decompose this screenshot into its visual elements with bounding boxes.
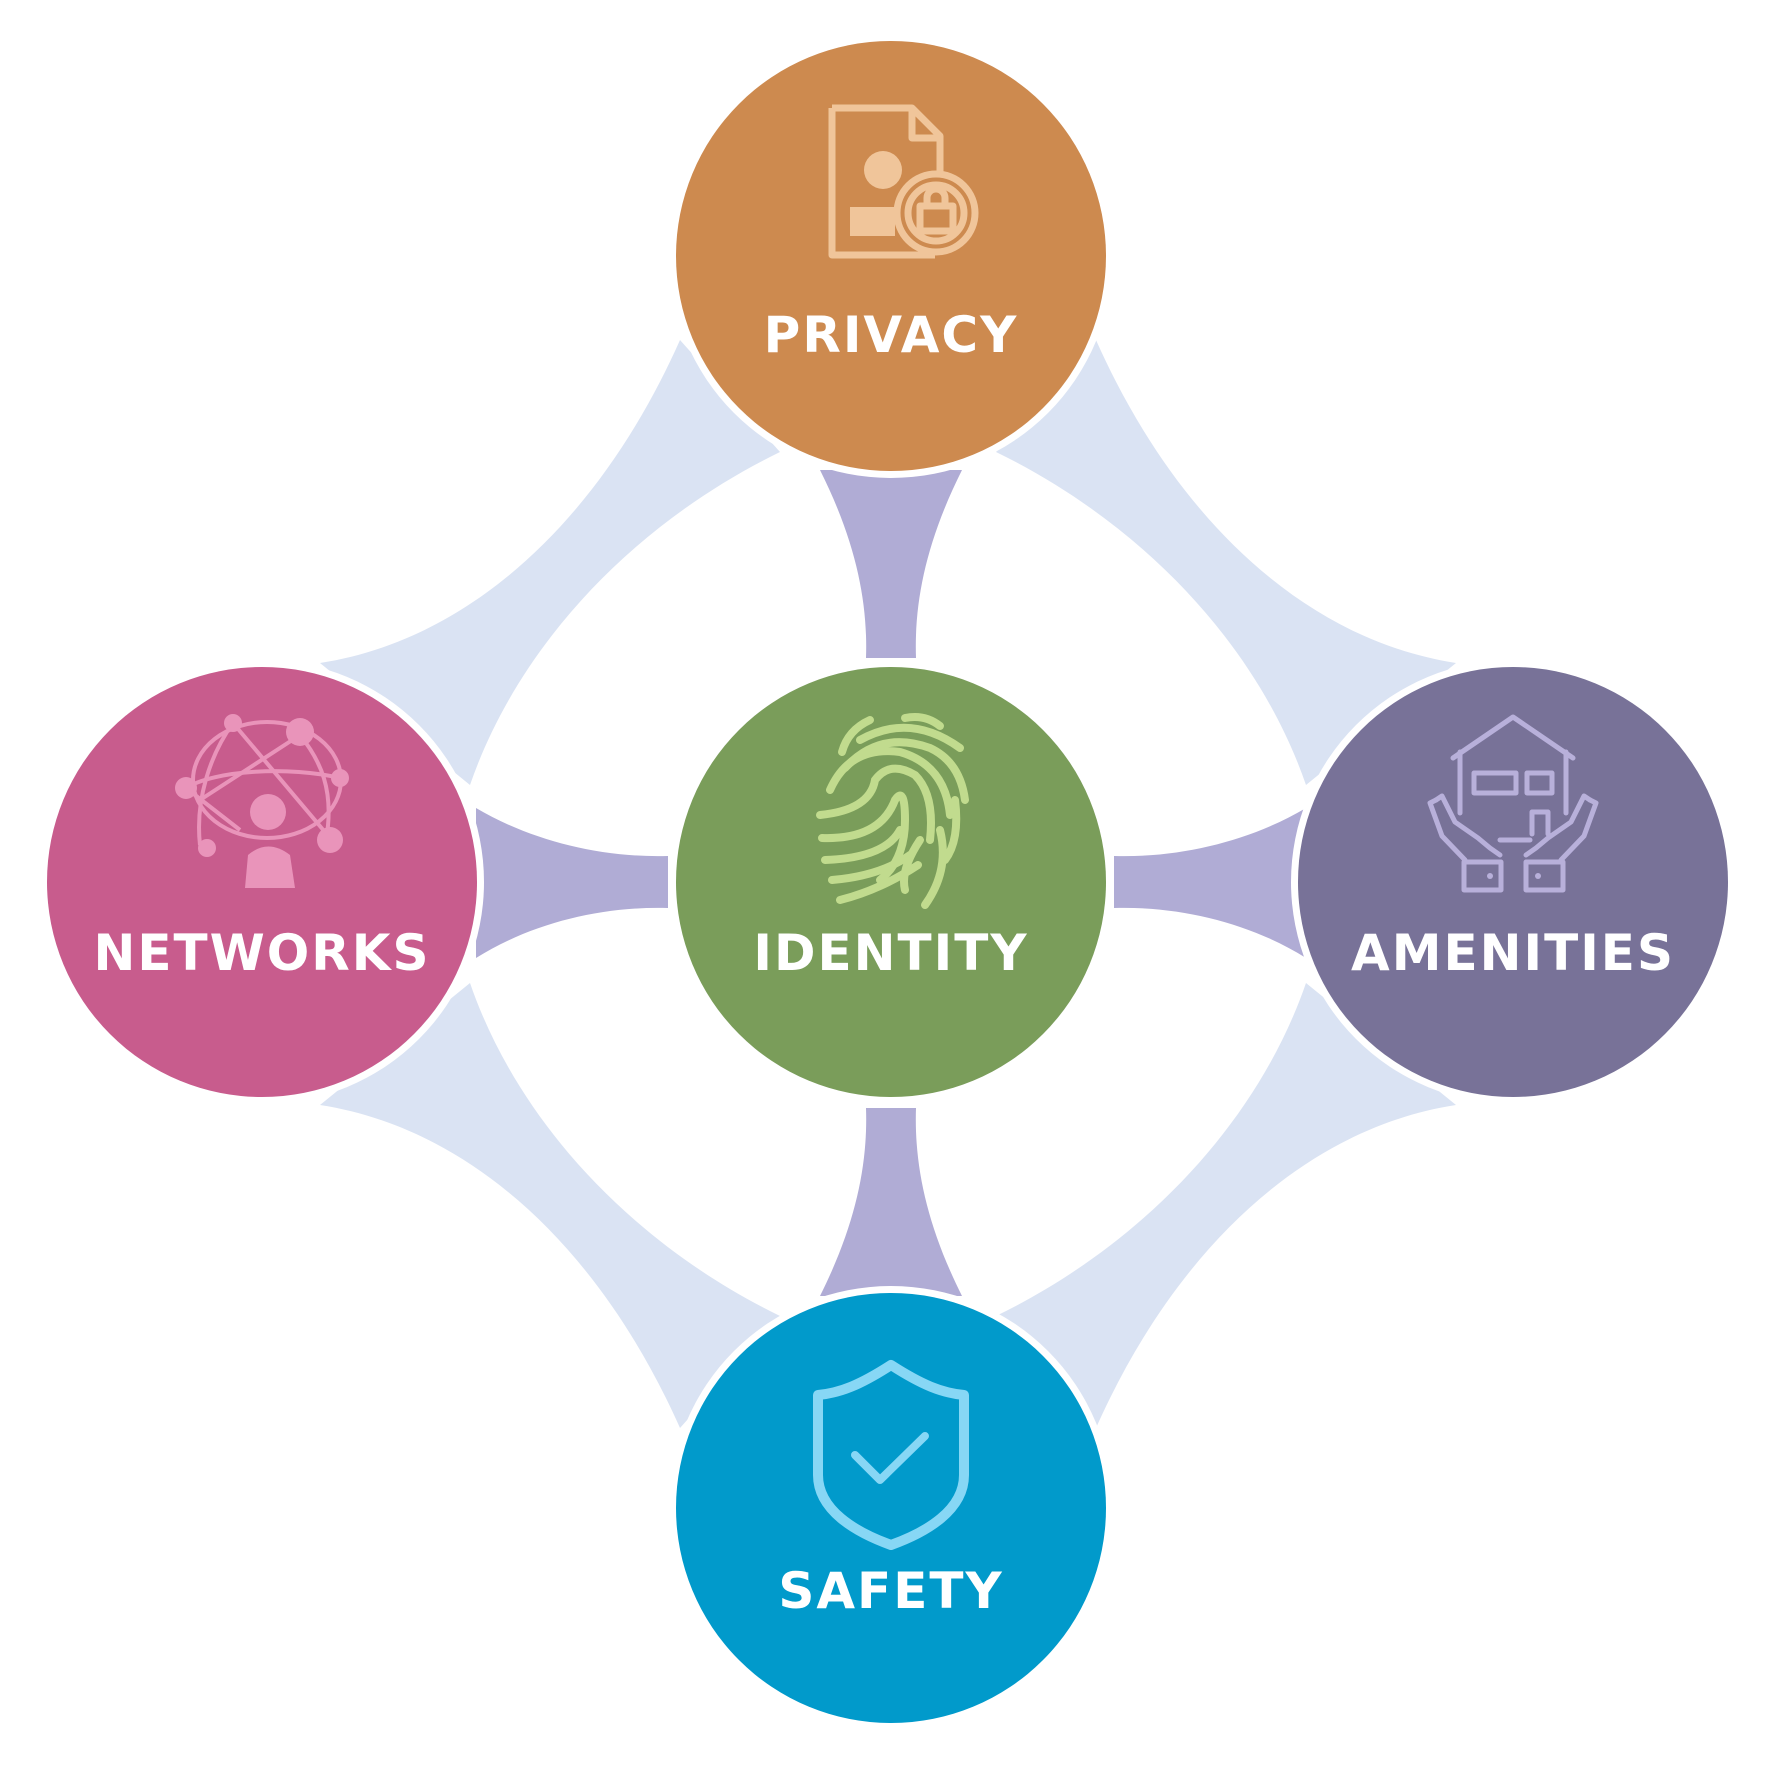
connector-privacy-identity [820, 470, 962, 658]
outer-connectors [320, 340, 1456, 1428]
connector-identity-amenities [1114, 808, 1306, 958]
privacy-label: PRIVACY [764, 306, 1019, 364]
connector-identity-safety [820, 1108, 962, 1296]
connector-networks-safety [320, 983, 780, 1428]
house-hands-dots [1487, 873, 1541, 879]
identity-label: IDENTITY [753, 924, 1028, 982]
connector-networks-identity [476, 808, 668, 958]
node-amenities: AMENITIES [1291, 660, 1735, 1104]
networks-label: NETWORKS [93, 924, 430, 982]
document-person-icon [850, 151, 902, 236]
connector-privacy-amenities [996, 340, 1456, 785]
safety-circle-fill [676, 1293, 1106, 1723]
fingerprint-icon [816, 713, 969, 909]
node-networks: NETWORKS [40, 660, 484, 1104]
network-nodes-icon [175, 714, 349, 888]
safety-label: SAFETY [778, 1562, 1003, 1620]
house-in-hands-icon [1427, 714, 1599, 893]
node-identity: IDENTITY [669, 660, 1113, 1104]
amenities-circle-fill [1298, 667, 1728, 1097]
connector-privacy-networks [320, 340, 780, 785]
connector-amenities-safety [996, 983, 1456, 1428]
node-safety: SAFETY [669, 1286, 1113, 1730]
node-privacy: PRIVACY [669, 34, 1113, 478]
document-lock-icon [828, 104, 979, 259]
shield-check-icon [813, 1360, 969, 1550]
amenities-label: AMENITIES [1351, 924, 1675, 982]
inner-connectors [476, 470, 1306, 1296]
